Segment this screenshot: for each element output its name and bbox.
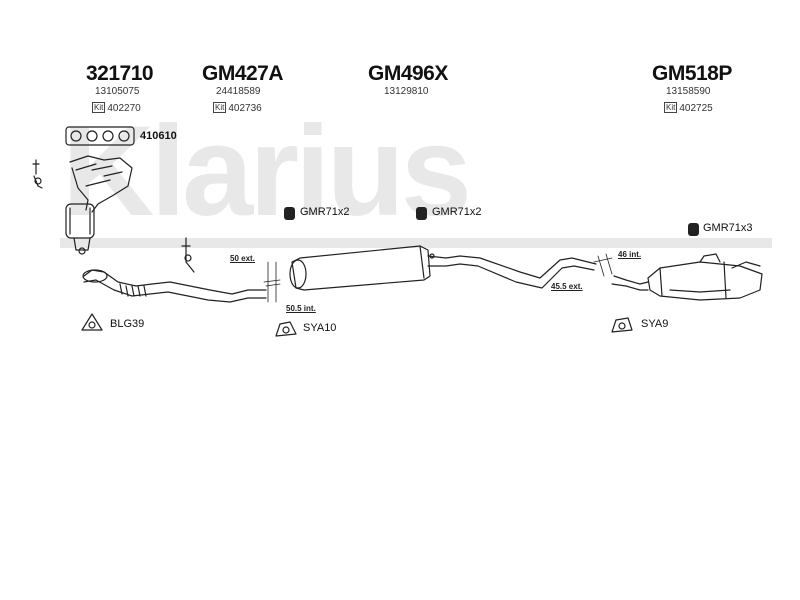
lambda-sensor-icon bbox=[32, 159, 43, 189]
clamp-icon-1 bbox=[284, 207, 295, 220]
part-title-4: GM518P bbox=[652, 62, 732, 85]
part-title-1: 321710 bbox=[86, 62, 154, 85]
kit-number-1: 402270 bbox=[107, 103, 141, 114]
kit-badge: Kit bbox=[92, 102, 106, 113]
clamp-label-1: GMR71x2 bbox=[300, 206, 350, 218]
kit-number-4: 402725 bbox=[679, 103, 713, 114]
part-ref-1: 13105075 bbox=[95, 86, 140, 97]
front-pipe-icon bbox=[82, 237, 267, 303]
gasket-label: 410610 bbox=[140, 130, 177, 142]
kit-number-2: 402736 bbox=[228, 103, 262, 114]
mount-sya10-label: SYA10 bbox=[303, 322, 337, 334]
clamp-icon-3 bbox=[688, 223, 699, 236]
sya9-mount-icon bbox=[611, 317, 633, 333]
dim-45-5-ext: 45.5 ext. bbox=[551, 282, 583, 291]
kit-badge: Kit bbox=[213, 102, 227, 113]
sya10-mount-icon bbox=[275, 321, 297, 337]
rear-silencer-icon bbox=[611, 253, 763, 301]
clamp-label-2: GMR71x2 bbox=[432, 206, 482, 218]
part-ref-2: 24418589 bbox=[216, 86, 261, 97]
blg-gasket-icon bbox=[81, 313, 103, 331]
clamp-icon-2 bbox=[416, 207, 427, 220]
middle-silencer-icon bbox=[289, 245, 597, 291]
brand-watermark: Klarius bbox=[62, 100, 472, 243]
clamp-label-3: GMR71x3 bbox=[703, 222, 753, 234]
kit-badge: Kit bbox=[664, 102, 678, 113]
watermark-underline bbox=[60, 238, 772, 248]
manifold-catalyst-icon bbox=[65, 155, 133, 255]
manifold-gasket-icon bbox=[65, 126, 135, 146]
part-title-3: GM496X bbox=[368, 62, 448, 85]
part-ref-4: 13158590 bbox=[666, 86, 711, 97]
part-ref-3: 13129810 bbox=[384, 86, 429, 97]
dimension-marks-right bbox=[593, 253, 613, 277]
dimension-marks-left bbox=[263, 261, 281, 303]
part-title-2: GM427A bbox=[202, 62, 284, 85]
dim-50-5-int: 50.5 int. bbox=[286, 304, 316, 313]
dim-46-int: 46 int. bbox=[618, 250, 642, 259]
mount-sya9-label: SYA9 bbox=[641, 318, 669, 330]
dim-50-ext: 50 ext. bbox=[230, 254, 255, 263]
gasket-blg-label: BLG39 bbox=[110, 318, 145, 330]
